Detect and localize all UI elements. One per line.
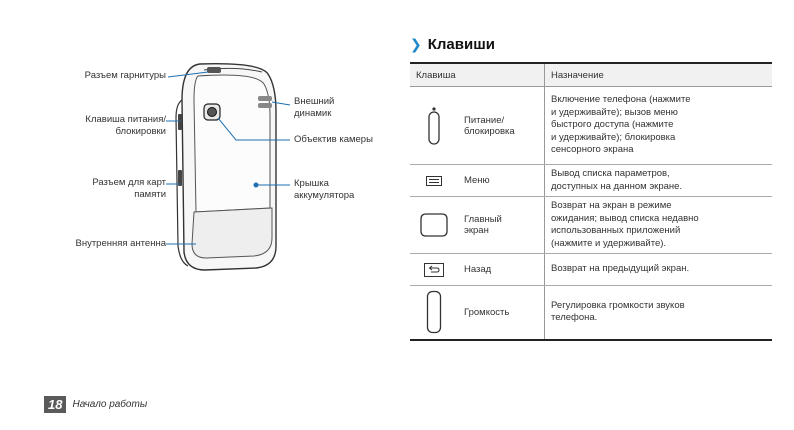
home-key-icon (412, 212, 456, 238)
callout-line-camera (217, 117, 290, 141)
speaker-grille (258, 96, 272, 101)
page-footer: 18 Начало работы (44, 396, 147, 413)
camera-lens-shape (207, 107, 217, 117)
callout-dot-cover (253, 182, 259, 188)
table-row: Назад Возврат на предыдущий экран. (410, 253, 772, 286)
card-slot-shape (178, 170, 182, 186)
header-function: Назначение (544, 62, 772, 87)
page-number: 18 (44, 396, 67, 413)
callout-headset-jack: Разъем гарнитуры (84, 70, 166, 81)
power-key-icon (412, 106, 456, 146)
menu-key-icon (412, 175, 456, 186)
callout-external-speaker: Внешний динамик (294, 96, 335, 119)
phone-diagram: Разъем гарнитуры Клавиша питания/ блокир… (75, 63, 373, 271)
callout-internal-antenna: Внутренняя антенна (75, 238, 166, 249)
table-row: Питание/ блокировка Включение телефона (… (410, 86, 772, 165)
callout-line-headset (167, 71, 209, 78)
power-key-shape (178, 114, 182, 130)
section-title: ❯Клавиши (410, 36, 495, 53)
bottom-cover (191, 207, 273, 259)
back-key-icon (412, 262, 456, 277)
header-key: Клавиша (410, 62, 545, 87)
volume-key-icon (412, 290, 456, 334)
table-row: Главный экран Возврат на экран в режиме … (410, 196, 772, 254)
chevron-right-icon: ❯ (410, 36, 422, 52)
phone-back-panel (193, 74, 271, 213)
keys-table: Клавиша Назначение Питание/ блокировка В… (410, 62, 772, 341)
callout-camera-lens: Объектив камеры (294, 134, 373, 145)
callout-line-speaker (271, 101, 291, 106)
speaker-grille-2 (258, 103, 272, 108)
callout-memory-card-slot: Разъем для карт памяти (92, 177, 166, 200)
footer-section: Начало работы (72, 399, 148, 410)
headset-jack-shape (207, 67, 221, 73)
callout-power-lock-key: Клавиша питания/ блокировки (85, 114, 166, 137)
table-header-row: Клавиша Назначение (410, 62, 772, 87)
table-row: Меню Вывод списка параметров, доступных … (410, 164, 772, 197)
phone-back-illustration (166, 63, 291, 271)
callout-battery-cover: Крышка аккумулятора (294, 178, 355, 201)
phone-side-edge (175, 99, 189, 267)
table-row: Громкость Регулировка громкости звуков т… (410, 285, 772, 341)
